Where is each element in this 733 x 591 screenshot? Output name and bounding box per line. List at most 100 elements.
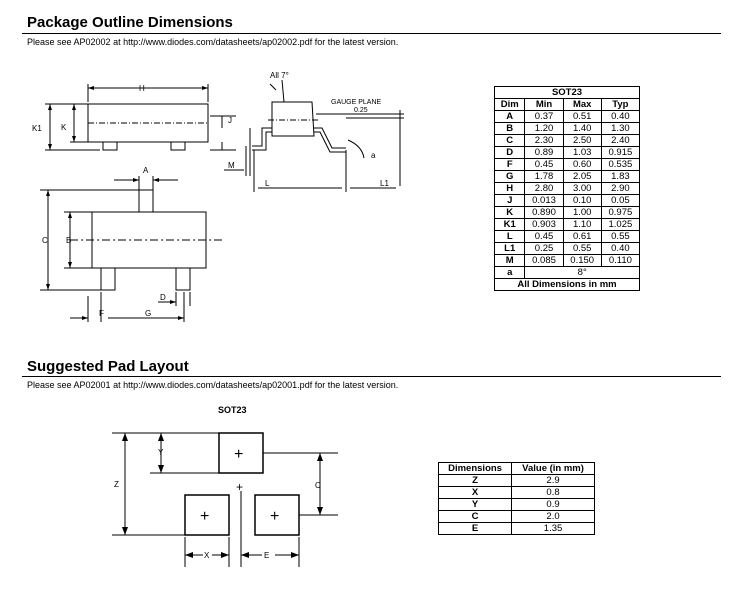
pad-rule (22, 376, 721, 377)
cell-max: 1.10 (562, 218, 602, 231)
label-m: M (228, 161, 235, 170)
header-dim: Dim (493, 98, 526, 111)
package-center-plus: + (236, 480, 243, 494)
cell-typ: 1.025 (600, 218, 641, 231)
cell-value: 0.8 (511, 486, 595, 499)
cell-min: 0.085 (524, 254, 564, 267)
cell-dim: D (493, 146, 526, 159)
cell-value: 8° (524, 266, 640, 279)
cell-max: 0.61 (562, 230, 602, 243)
label-h: H (139, 84, 145, 93)
label-f: F (99, 309, 104, 318)
cell-min: 0.25 (524, 242, 564, 255)
cell-dim: F (493, 158, 526, 171)
cell-value: 2.9 (511, 474, 595, 487)
label-k: K (61, 123, 67, 132)
cell-max: 0.60 (562, 158, 602, 171)
cell-min: 2.30 (524, 134, 564, 147)
label-k1: K1 (32, 124, 42, 133)
pad-note: Please see AP02001 at http://www.diodes.… (27, 380, 399, 390)
cell-value: 2.0 (511, 510, 595, 523)
package-outline-drawing: H K1 K All 7° GAUGE PLANE 0.25 J a M L L… (32, 71, 404, 322)
cell-dim: X (437, 486, 513, 499)
label-j: J (228, 116, 232, 125)
pad-center-plus-right: + (270, 508, 279, 525)
cell-dim: L1 (493, 242, 526, 255)
cell-typ: 0.975 (600, 206, 641, 219)
cell-min: 0.45 (524, 230, 564, 243)
label-z: Z (114, 480, 119, 489)
cell-min: 0.890 (524, 206, 564, 219)
cell-max: 1.40 (562, 122, 602, 135)
outline-title: Package Outline Dimensions (27, 14, 233, 31)
pad-layout-drawing: SOT23 + + + + Y Z C X E (112, 405, 338, 567)
cell-min: 0.89 (524, 146, 564, 159)
pad-center-plus-left: + (200, 508, 209, 525)
cell-dim: J (493, 194, 526, 207)
cell-max: 1.03 (562, 146, 602, 159)
cell-max: 2.05 (562, 170, 602, 183)
cell-dim: M (493, 254, 526, 267)
label-c: C (42, 236, 48, 245)
cell-min: 1.20 (524, 122, 564, 135)
cell-value: 1.35 (511, 522, 595, 535)
label-x: X (204, 551, 210, 560)
cell-max: 0.55 (562, 242, 602, 255)
cell-dim: B (493, 122, 526, 135)
sot23-table-footer: All Dimensions in mm (494, 278, 640, 291)
label-a: A (143, 166, 149, 175)
sot23-table-title: SOT23 (494, 86, 640, 99)
label-d: D (160, 293, 166, 302)
cell-typ: 0.40 (600, 110, 641, 123)
label-a-angle: a (371, 151, 376, 160)
label-l: L (265, 179, 270, 188)
cell-typ: 2.40 (600, 134, 641, 147)
cell-max: 0.150 (562, 254, 602, 267)
label-pad-c: C (315, 481, 321, 490)
cell-typ: 0.535 (600, 158, 641, 171)
pad-title: Suggested Pad Layout (27, 358, 189, 375)
table-row-angle: a 8° (493, 266, 640, 279)
cell-typ: 0.55 (600, 230, 641, 243)
cell-typ: 2.90 (600, 182, 641, 195)
cell-dim: E (437, 522, 513, 535)
cell-dim: H (493, 182, 526, 195)
cell-max: 0.51 (562, 110, 602, 123)
pad-table-header: Dimensions Value (in mm) (437, 462, 595, 475)
cell-max: 1.00 (562, 206, 602, 219)
cell-dim: G (493, 170, 526, 183)
label-b: B (66, 236, 71, 245)
header-min: Min (524, 98, 564, 111)
cell-dim: a (493, 266, 526, 279)
cell-value: 0.9 (511, 498, 595, 511)
outline-rule (22, 33, 721, 34)
cell-dim: A (493, 110, 526, 123)
cell-min: 0.37 (524, 110, 564, 123)
label-gauge-value: 0.25 (354, 107, 368, 114)
header-max: Max (562, 98, 602, 111)
cell-dim: K (493, 206, 526, 219)
cell-min: 0.013 (524, 194, 564, 207)
header-dimensions: Dimensions (437, 462, 513, 475)
cell-dim: Z (437, 474, 513, 487)
label-y: Y (158, 448, 164, 457)
header-value: Value (in mm) (511, 462, 595, 475)
cell-max: 2.50 (562, 134, 602, 147)
cell-dim: K1 (493, 218, 526, 231)
cell-min: 0.45 (524, 158, 564, 171)
